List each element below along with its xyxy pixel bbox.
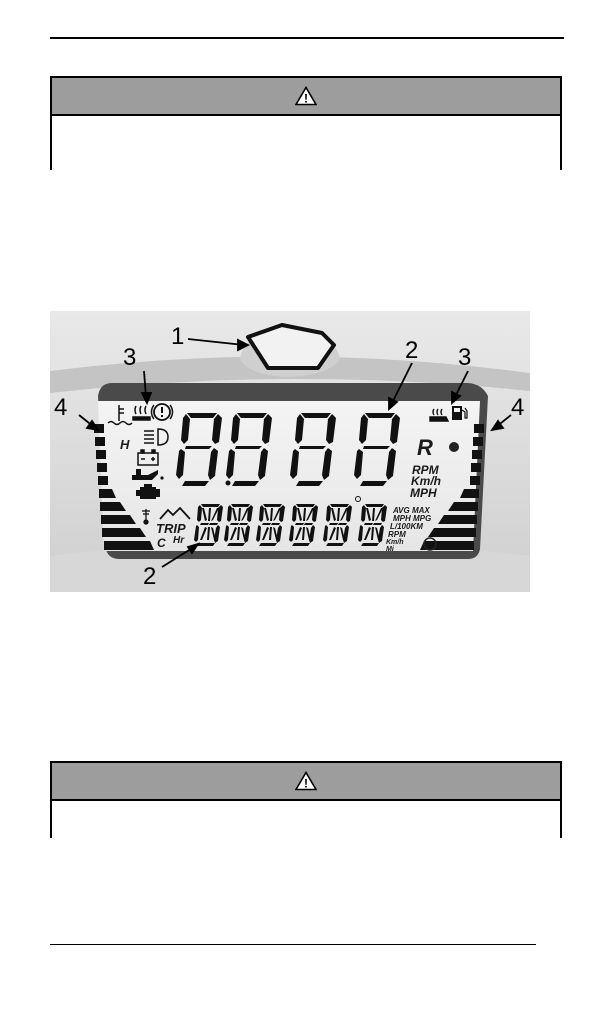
- heated-grip-icon: [132, 405, 151, 421]
- unit-rpm-small: RPM: [388, 530, 406, 539]
- ambient-temp-icon: [142, 509, 150, 525]
- callout-1: 1: [171, 323, 184, 350]
- main-digit-display: [176, 413, 400, 502]
- unit-rpm: RPM: [412, 463, 440, 477]
- bottom-rule: [50, 944, 536, 945]
- unit-mph: MPH: [410, 486, 437, 500]
- decimal-point: [225, 480, 231, 486]
- svg-text:!: !: [304, 92, 308, 106]
- callout-4-right: 4: [511, 394, 524, 421]
- bar-graph-left: [94, 424, 154, 550]
- warning-header-top: !: [52, 78, 560, 116]
- check-engine-icon: [136, 484, 160, 499]
- trip-label: TRIP: [156, 521, 186, 536]
- warning-body-top: [52, 116, 560, 170]
- status-ring-icon: [423, 537, 437, 551]
- fuel-pump-icon: [452, 406, 468, 420]
- coolant-temp-icon: [107, 405, 133, 426]
- callout-3-left: 3: [123, 344, 136, 371]
- unit-mph-mpg: MPH MPG: [393, 514, 431, 523]
- mountain-icon: [159, 506, 191, 520]
- hr-label: Hr: [173, 535, 185, 546]
- callout-3-right: 3: [458, 344, 471, 371]
- callout-2-top: 2: [405, 337, 418, 364]
- headlight-icon: [144, 428, 169, 446]
- unit-mi: Mi: [386, 546, 395, 553]
- svg-text:!: !: [304, 777, 308, 791]
- unit-kmh: Km/h: [411, 474, 441, 488]
- callout-2-bottom: 2: [143, 563, 156, 590]
- warning-triangle-icon: !: [295, 771, 317, 791]
- instrument-display-figure: R RPM Km/h MPH AVG MAX MPH MPG L/100KM R…: [50, 311, 530, 592]
- hot-label: H: [120, 437, 130, 452]
- bar-graph-right: [420, 424, 484, 550]
- warning-box-top: !: [50, 76, 562, 170]
- heated-seat-icon: [429, 408, 450, 422]
- unit-avg-max: AVG MAX: [392, 506, 430, 515]
- cold-label: C: [157, 536, 166, 550]
- unit-l100km: L/100KM: [390, 522, 423, 531]
- warning-box-bottom: !: [50, 761, 562, 838]
- neutral-indicator-icon: [449, 442, 459, 452]
- callout-arrows: [78, 338, 512, 568]
- top-rule: [50, 37, 564, 39]
- gear-indicator: R: [417, 435, 433, 460]
- indicator-lamp-1: [246, 323, 336, 370]
- brake-warning-icon: [150, 403, 174, 421]
- display-illustration: R RPM Km/h MPH AVG MAX MPH MPG L/100KM R…: [50, 311, 530, 592]
- degree-mark: [355, 496, 361, 502]
- unit-kmh-small: Km/h: [386, 539, 404, 546]
- warning-triangle-icon: !: [295, 86, 317, 106]
- oil-pressure-icon: [132, 469, 164, 480]
- warning-body-bottom: [52, 801, 560, 838]
- battery-icon: [137, 449, 159, 466]
- warning-header-bottom: !: [52, 763, 560, 801]
- callout-4-left: 4: [54, 394, 67, 421]
